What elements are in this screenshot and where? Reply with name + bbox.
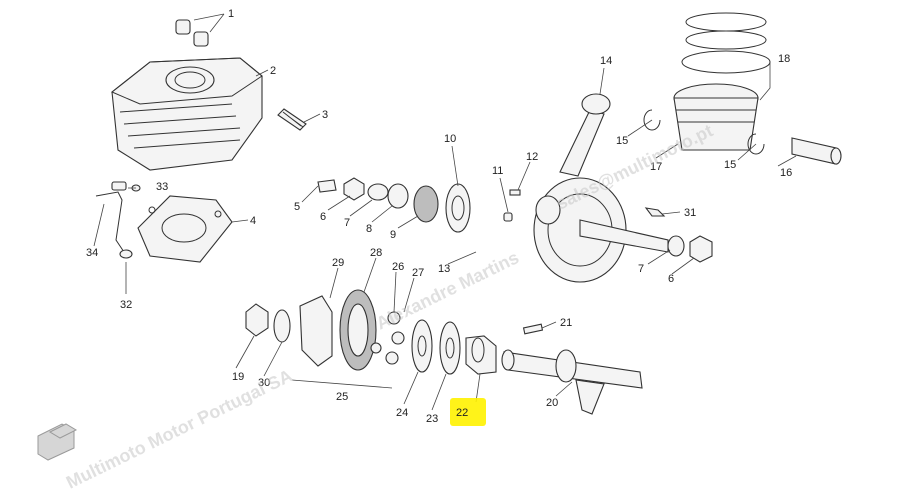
part-crank-nut[interactable]	[667, 235, 713, 263]
callout-6a[interactable]: 6	[320, 211, 326, 223]
nav-arrow-icon[interactable]	[37, 423, 78, 461]
callout-7a[interactable]: 7	[344, 217, 350, 229]
part-cylinder-gasket[interactable]	[137, 195, 233, 263]
part-key-pin[interactable]	[503, 189, 521, 222]
part-cylinder-head[interactable]	[111, 19, 263, 171]
callout-28[interactable]: 28	[370, 247, 382, 259]
part-oil-pipe[interactable]	[95, 181, 141, 259]
part-damper-hub[interactable]	[299, 295, 333, 367]
callout-12[interactable]: 12	[526, 151, 538, 163]
callout-27[interactable]: 27	[412, 267, 424, 279]
callout-9[interactable]: 9	[390, 229, 396, 241]
callout-19[interactable]: 19	[232, 371, 244, 383]
callout-31[interactable]: 31	[684, 207, 696, 219]
callout-30[interactable]: 30	[258, 377, 270, 389]
part-balancer-nut[interactable]	[245, 303, 269, 337]
callout-21[interactable]: 21	[560, 317, 572, 329]
watermark-line1: Multimoto Motor Portugal SA	[63, 365, 296, 489]
callout-7b[interactable]: 7	[638, 263, 644, 275]
callout-14[interactable]: 14	[600, 55, 612, 67]
callout-32[interactable]: 32	[120, 299, 132, 311]
callout-29[interactable]: 29	[332, 257, 344, 269]
callout-6b[interactable]: 6	[668, 273, 674, 285]
callout-11[interactable]: 11	[492, 165, 503, 177]
part-shaft-key[interactable]	[522, 323, 544, 335]
callout-18[interactable]: 18	[778, 53, 790, 65]
callout-25[interactable]: 25	[336, 391, 348, 403]
callout-1[interactable]: 1	[228, 8, 234, 20]
part-camshaft-row[interactable]	[317, 177, 471, 233]
callout-22[interactable]: 22	[456, 407, 468, 419]
part-crankshaft[interactable]	[533, 93, 669, 283]
callout-24[interactable]: 24	[396, 407, 408, 419]
part-piston[interactable]	[673, 83, 759, 151]
callout-10[interactable]: 10	[444, 133, 456, 145]
callout-13[interactable]: 13	[438, 263, 450, 275]
callout-8[interactable]: 8	[366, 223, 372, 235]
callout-26[interactable]: 26	[392, 261, 404, 273]
part-circlip[interactable]	[643, 109, 765, 155]
leader-lines	[93, 13, 797, 411]
callout-15b[interactable]: 15	[724, 159, 736, 171]
part-piston-rings[interactable]	[681, 12, 771, 74]
callout-2[interactable]: 2	[270, 65, 276, 77]
part-balancer-shaft[interactable]	[501, 349, 643, 415]
part-balancer-gear[interactable]	[339, 289, 377, 371]
callout-labels: 1 2 3 4 5 6 7 8 9 10 11 12 13 14 15 15 1…	[86, 8, 792, 425]
part-rubber-block[interactable]	[277, 108, 307, 131]
callout-23[interactable]: 23	[426, 413, 438, 425]
part-lock-washer[interactable]	[273, 309, 291, 343]
callout-15a[interactable]: 15	[616, 135, 628, 147]
callout-16[interactable]: 16	[780, 167, 792, 179]
callout-5[interactable]: 5	[294, 201, 300, 213]
part-bearing-22[interactable]	[465, 335, 497, 375]
part-thrust-washers[interactable]	[411, 319, 461, 375]
callout-4[interactable]: 4	[250, 215, 256, 227]
callout-20[interactable]: 20	[546, 397, 558, 409]
callout-34[interactable]: 34	[86, 247, 98, 259]
callout-17[interactable]: 17	[650, 161, 662, 173]
watermark: Multimoto Motor Portugal SA Alexandre Ma…	[63, 120, 716, 489]
callout-3[interactable]: 3	[322, 109, 328, 121]
callout-highlight	[450, 398, 486, 426]
part-piston-pin[interactable]	[791, 137, 842, 165]
callout-33[interactable]: 33	[156, 181, 168, 193]
